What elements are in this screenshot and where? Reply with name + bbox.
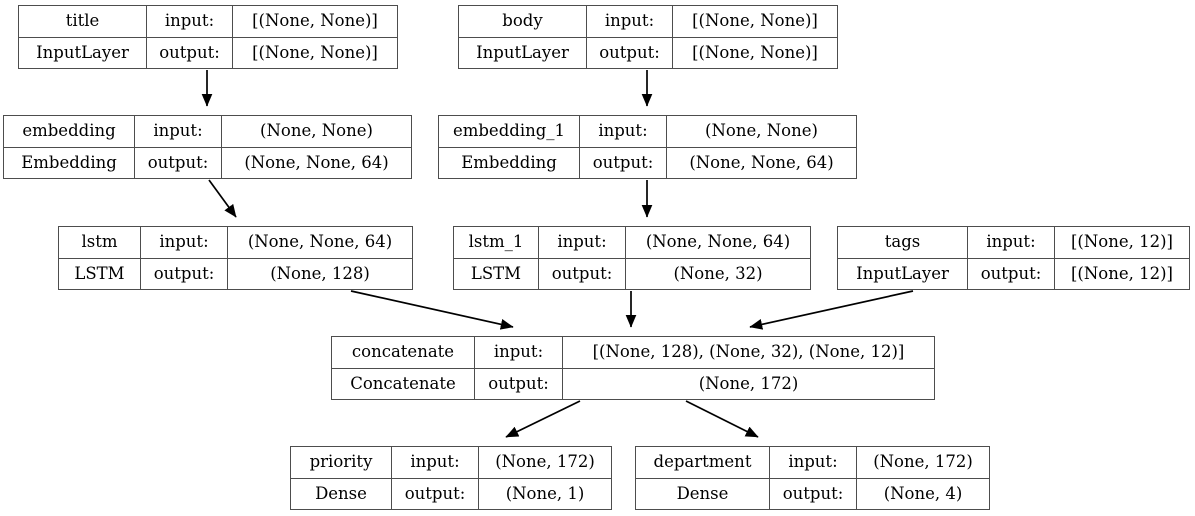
- node-priority-output-shape: (None, 1): [505, 483, 585, 503]
- edge-tags-to-concatenate: [749, 290, 914, 330]
- node-embedding-output-key: output:: [135, 147, 222, 178]
- node-title-output-shape: [(None, None)]: [252, 42, 378, 62]
- node-embedding_1-input-label: embedding_1: [439, 116, 580, 147]
- node-title-input-label: title: [19, 6, 147, 37]
- edge-lstm-to-concatenate: [350, 290, 514, 330]
- node-embedding-output-label: Embedding: [4, 147, 135, 178]
- node-department-input-shape: (None, 172): [873, 452, 973, 471]
- node-lstm_1-output-shape: (None, 32): [673, 263, 763, 283]
- node-lstm-input-key: input:: [141, 227, 228, 258]
- node-priority-input-shape: (None, 172): [495, 452, 595, 471]
- node-tags-output-label: InputLayer: [838, 258, 968, 289]
- node-lstm_1-output-key: output:: [539, 258, 626, 289]
- edge-concatenate-to-department: [685, 400, 759, 438]
- node-title-input-key: input:: [147, 6, 233, 37]
- node-title-output-label: InputLayer: [19, 37, 147, 68]
- node-concatenate-output-label: Concatenate: [332, 368, 475, 399]
- node-embedding-output-shape: (None, None, 64): [244, 152, 389, 172]
- edge-embedding-to-lstm: [208, 179, 237, 218]
- node-embedding-input-shape: (None, None): [260, 121, 373, 140]
- node-department-output-shape: (None, 4): [883, 483, 963, 503]
- node-lstm_1-input-key: input:: [539, 227, 626, 258]
- node-embedding-input-label: embedding: [4, 116, 135, 147]
- node-lstm_1-input-shape: (None, None, 64): [645, 232, 791, 251]
- node-priority-input-label: priority: [291, 447, 392, 478]
- node-lstm-output-key: output:: [141, 258, 228, 289]
- node-concatenate-output-shape: (None, 172): [698, 373, 799, 393]
- node-embedding_1-output-key: output:: [580, 147, 667, 178]
- node-title-output-key: output:: [147, 37, 233, 68]
- node-lstm-output-shape: (None, 128): [270, 263, 370, 283]
- node-embedding_1-input-key: input:: [580, 116, 667, 147]
- node-embedding_1-output-label: Embedding: [439, 147, 580, 178]
- node-body-input-key: input:: [587, 6, 673, 37]
- node-tags-output-key: output:: [968, 258, 1055, 289]
- node-lstm_1-input-label: lstm_1: [454, 227, 539, 258]
- node-department-output-key: output:: [770, 478, 857, 509]
- node-embedding-input-key: input:: [135, 116, 222, 147]
- node-title-input-shape: [(None, None)]: [252, 11, 378, 30]
- node-body-output-label: InputLayer: [459, 37, 587, 68]
- node-department-input-key: input:: [770, 447, 857, 478]
- node-body-output-key: output:: [587, 37, 673, 68]
- node-lstm-output-label: LSTM: [59, 258, 141, 289]
- edge-concatenate-to-priority: [505, 400, 581, 438]
- node-tags-input-key: input:: [968, 227, 1055, 258]
- node-concatenate-input-label: concatenate: [332, 337, 475, 368]
- node-lstm_1-output-label: LSTM: [454, 258, 539, 289]
- node-embedding_1-output-shape: (None, None, 64): [689, 152, 834, 172]
- node-department-input-label: department: [636, 447, 770, 478]
- node-body-input-label: body: [459, 6, 587, 37]
- node-priority-output-key: output:: [392, 478, 479, 509]
- node-tags-output-shape: [(None, 12)]: [1071, 263, 1173, 283]
- node-priority-output-label: Dense: [291, 478, 392, 509]
- node-lstm-input-shape: (None, None, 64): [247, 232, 393, 251]
- node-body-output-shape: [(None, None)]: [692, 42, 818, 62]
- node-concatenate-output-key: output:: [475, 368, 563, 399]
- node-body-input-shape: [(None, None)]: [692, 11, 818, 30]
- node-tags-input-label: tags: [838, 227, 968, 258]
- node-tags-input-shape: [(None, 12)]: [1071, 232, 1173, 251]
- node-priority-input-key: input:: [392, 447, 479, 478]
- node-concatenate-input-key: input:: [475, 337, 563, 368]
- node-embedding_1-input-shape: (None, None): [705, 121, 818, 140]
- node-concatenate-input-shape: [(None, 128), (None, 32), (None, 12)]: [592, 342, 905, 361]
- node-department-output-label: Dense: [636, 478, 770, 509]
- node-lstm-input-label: lstm: [59, 227, 141, 258]
